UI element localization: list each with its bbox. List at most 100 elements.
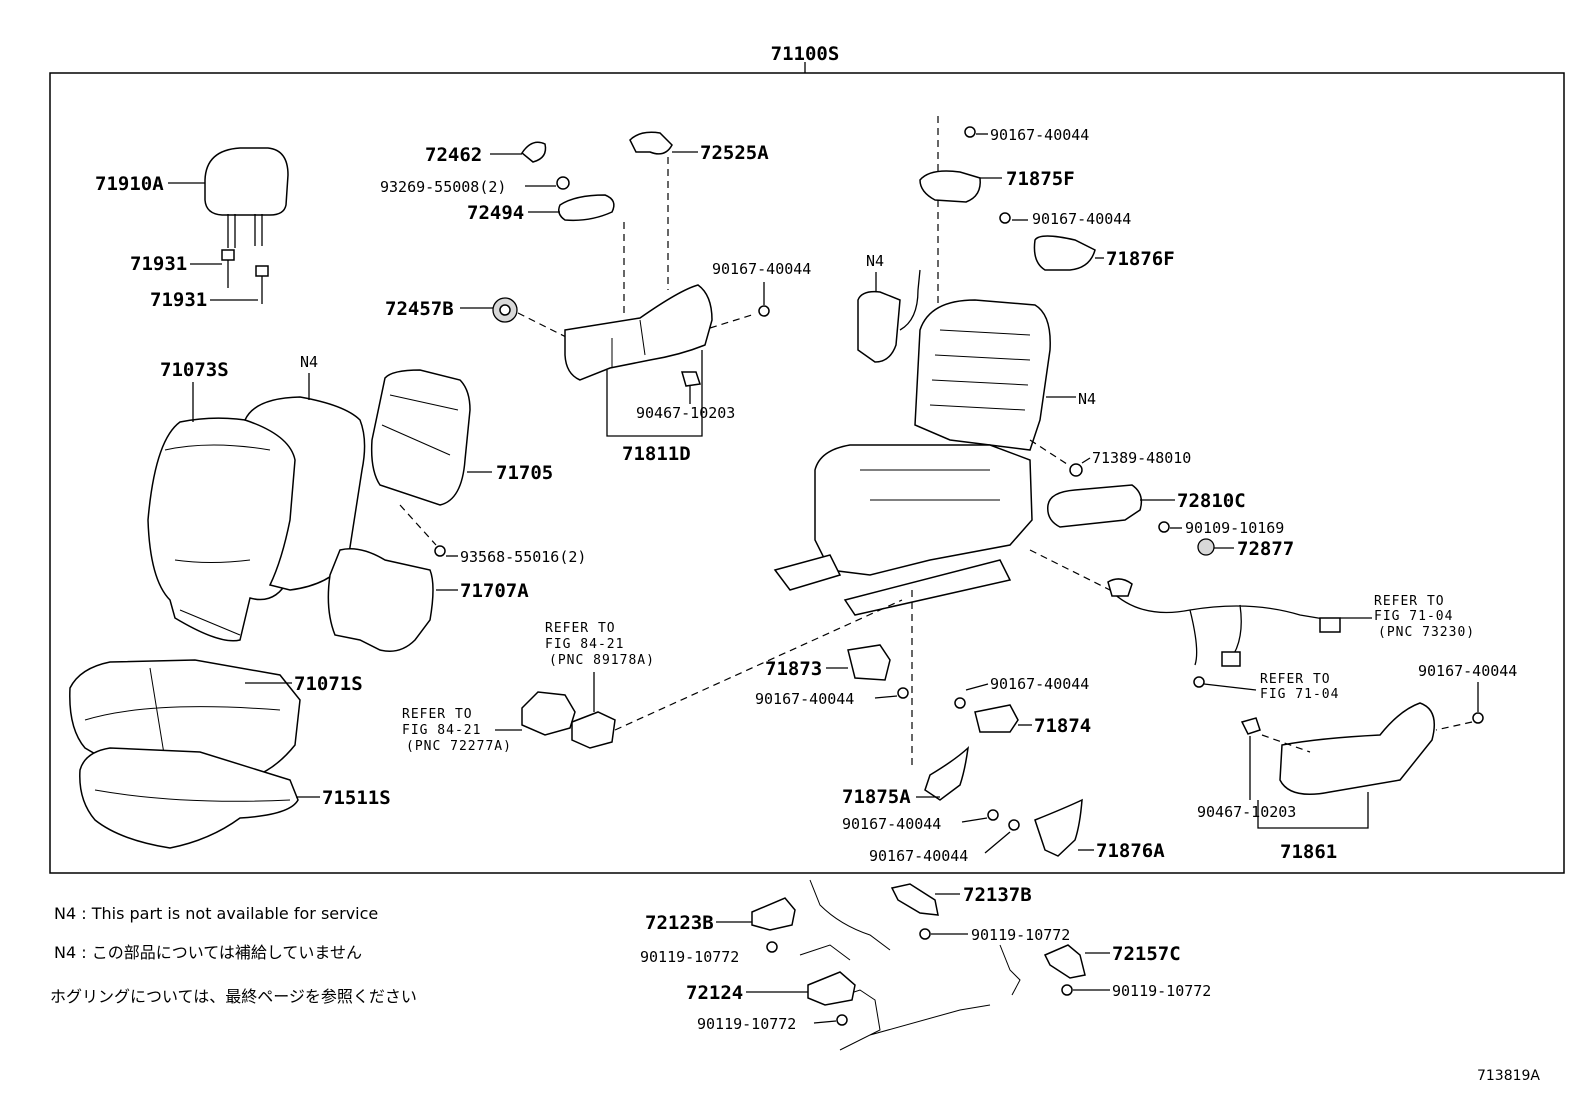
part-72462-drawing: [520, 141, 547, 163]
figure-code: 713819A: [1477, 1068, 1540, 1084]
label-90109: 90109-10169: [1185, 519, 1284, 537]
label-71875F: 71875F: [1006, 168, 1075, 190]
cover-71861-drawing: [1279, 702, 1435, 795]
label-72810C: 72810C: [1177, 490, 1246, 512]
screw-90167-e: [954, 697, 966, 709]
ref-fig-84-21-pnc-72277A: REFER TO FIG 84-21 (PNC 72277A): [402, 707, 512, 754]
bracket-72123B-drawing: [751, 897, 796, 931]
bracket-72124-drawing: [807, 971, 856, 1006]
label-90167-h: 90167-40044: [1418, 662, 1517, 680]
wire-harness: [1109, 589, 1331, 666]
cover-72525A-drawing: [629, 131, 673, 155]
label-90167-b: 90167-40044: [990, 126, 1089, 144]
label-71931-lower: 71931: [150, 289, 207, 311]
screw-90167-a: [758, 305, 770, 317]
clip-90467-a: [681, 371, 701, 387]
cover-71873-drawing: [847, 644, 891, 681]
airbag-N4-drawing: [857, 290, 901, 363]
label-71873: 71873: [765, 658, 822, 680]
screw-90119-d: [836, 1014, 848, 1026]
board-71705-drawing: [370, 369, 471, 506]
note-japanese: N4 : この部品については補給していません: [54, 943, 362, 962]
note-hog-ring: ホグリングについては、最終ページを参照ください: [50, 987, 417, 1006]
screw-90167-g: [1008, 819, 1020, 831]
screw-90167-f: [987, 809, 999, 821]
svg-text:FIG 84-21: FIG 84-21: [545, 637, 624, 652]
svg-text:REFER TO: REFER TO: [1374, 594, 1445, 609]
screw-90167-d: [897, 687, 909, 699]
screw-90167-c: [999, 212, 1011, 224]
ref-fig-71-04-pnc-73230: REFER TO FIG 71-04 (PNC 73230): [1374, 594, 1475, 640]
label-72123B: 72123B: [645, 912, 714, 934]
clip-90467-b: [1240, 717, 1261, 735]
label-N4-airbag: N4: [866, 252, 884, 270]
label-93568: 93568-55016(2): [460, 548, 586, 566]
label-90119-b: 90119-10772: [971, 926, 1070, 944]
screw-93269-drawing: [556, 176, 570, 190]
label-71389: 71389-48010: [1092, 449, 1191, 467]
label-90167-f: 90167-40044: [842, 815, 941, 833]
svg-text:REFER TO: REFER TO: [545, 621, 616, 636]
bolt-71389: [1069, 463, 1083, 477]
label-71071S: 71071S: [294, 673, 363, 695]
diagram-frame: [49, 72, 1565, 874]
label-71073S: 71073S: [160, 359, 229, 381]
bracket-72157C-drawing: [1043, 944, 1086, 979]
lever-72494-drawing: [558, 194, 615, 222]
cover-71876A-drawing: [1034, 798, 1083, 857]
label-72157C: 72157C: [1112, 943, 1181, 965]
bracket-72137B-drawing: [890, 883, 939, 916]
svg-text:(PNC 89178A): (PNC 89178A): [549, 653, 655, 668]
label-90119-d: 90119-10772: [697, 1015, 796, 1033]
assembly-label: 71100S: [771, 43, 840, 65]
cover-71874-drawing: [974, 704, 1019, 733]
switch-a-drawing: [521, 691, 576, 736]
screw-90119-a: [766, 941, 778, 953]
cover-71876F-drawing: [1033, 235, 1096, 271]
headrest-drawing: [204, 147, 289, 248]
label-90167-e: 90167-40044: [990, 675, 1089, 693]
label-90467-a: 90467-10203: [636, 404, 735, 422]
label-71876F: 71876F: [1106, 248, 1175, 270]
armrest-72810C-drawing: [1047, 484, 1143, 528]
label-71910A: 71910A: [95, 173, 164, 195]
ref-fig-84-21-pnc-89178A: REFER TO FIG 84-21 (PNC 89178A): [545, 621, 655, 668]
screw-90119-b: [919, 928, 931, 940]
svg-text:FIG 71-04: FIG 71-04: [1260, 687, 1339, 702]
cap-72877-drawing: [1197, 538, 1215, 556]
label-90119-a: 90119-10772: [640, 948, 739, 966]
label-71511S: 71511S: [322, 787, 391, 809]
label-72124: 72124: [686, 982, 743, 1004]
label-71875A: 71875A: [842, 786, 911, 808]
connector-b: [1221, 651, 1241, 667]
bolt-90109: [1158, 521, 1170, 533]
svg-text:REFER TO: REFER TO: [1260, 672, 1331, 687]
svg-text:(PNC 73230): (PNC 73230): [1378, 625, 1475, 640]
svg-text:FIG 71-04: FIG 71-04: [1374, 609, 1453, 624]
switch-b-drawing: [571, 711, 616, 749]
bracket-71707A-drawing: [327, 548, 434, 652]
label-71876A: 71876A: [1096, 840, 1165, 862]
label-71705: 71705: [496, 462, 553, 484]
connector-ground: [1193, 676, 1205, 688]
screw-90167-b: [964, 126, 976, 138]
label-90467-b: 90467-10203: [1197, 803, 1296, 821]
label-N4-frame: N4: [1078, 390, 1096, 408]
clip-93568: [434, 545, 446, 557]
label-71811D: 71811D: [622, 443, 691, 465]
connector-a: [1319, 617, 1341, 633]
rail-front-right: [843, 559, 1012, 616]
label-71861: 71861: [1280, 841, 1337, 863]
label-72525A: 72525A: [700, 142, 769, 164]
screw-90119-c: [1061, 984, 1073, 996]
label-72137B: 72137B: [963, 884, 1032, 906]
cover-71875F-drawing: [919, 170, 981, 203]
ref-fig-71-04: REFER TO FIG 71-04: [1260, 672, 1339, 702]
svg-text:(PNC 72277A): (PNC 72277A): [406, 739, 512, 754]
label-90167-a: 90167-40044: [712, 260, 811, 278]
label-72457B: 72457B: [385, 298, 454, 320]
cushion-pad-71511S-drawing: [79, 747, 299, 849]
screw-90167-h: [1472, 712, 1484, 724]
svg-text:REFER TO: REFER TO: [402, 707, 473, 722]
